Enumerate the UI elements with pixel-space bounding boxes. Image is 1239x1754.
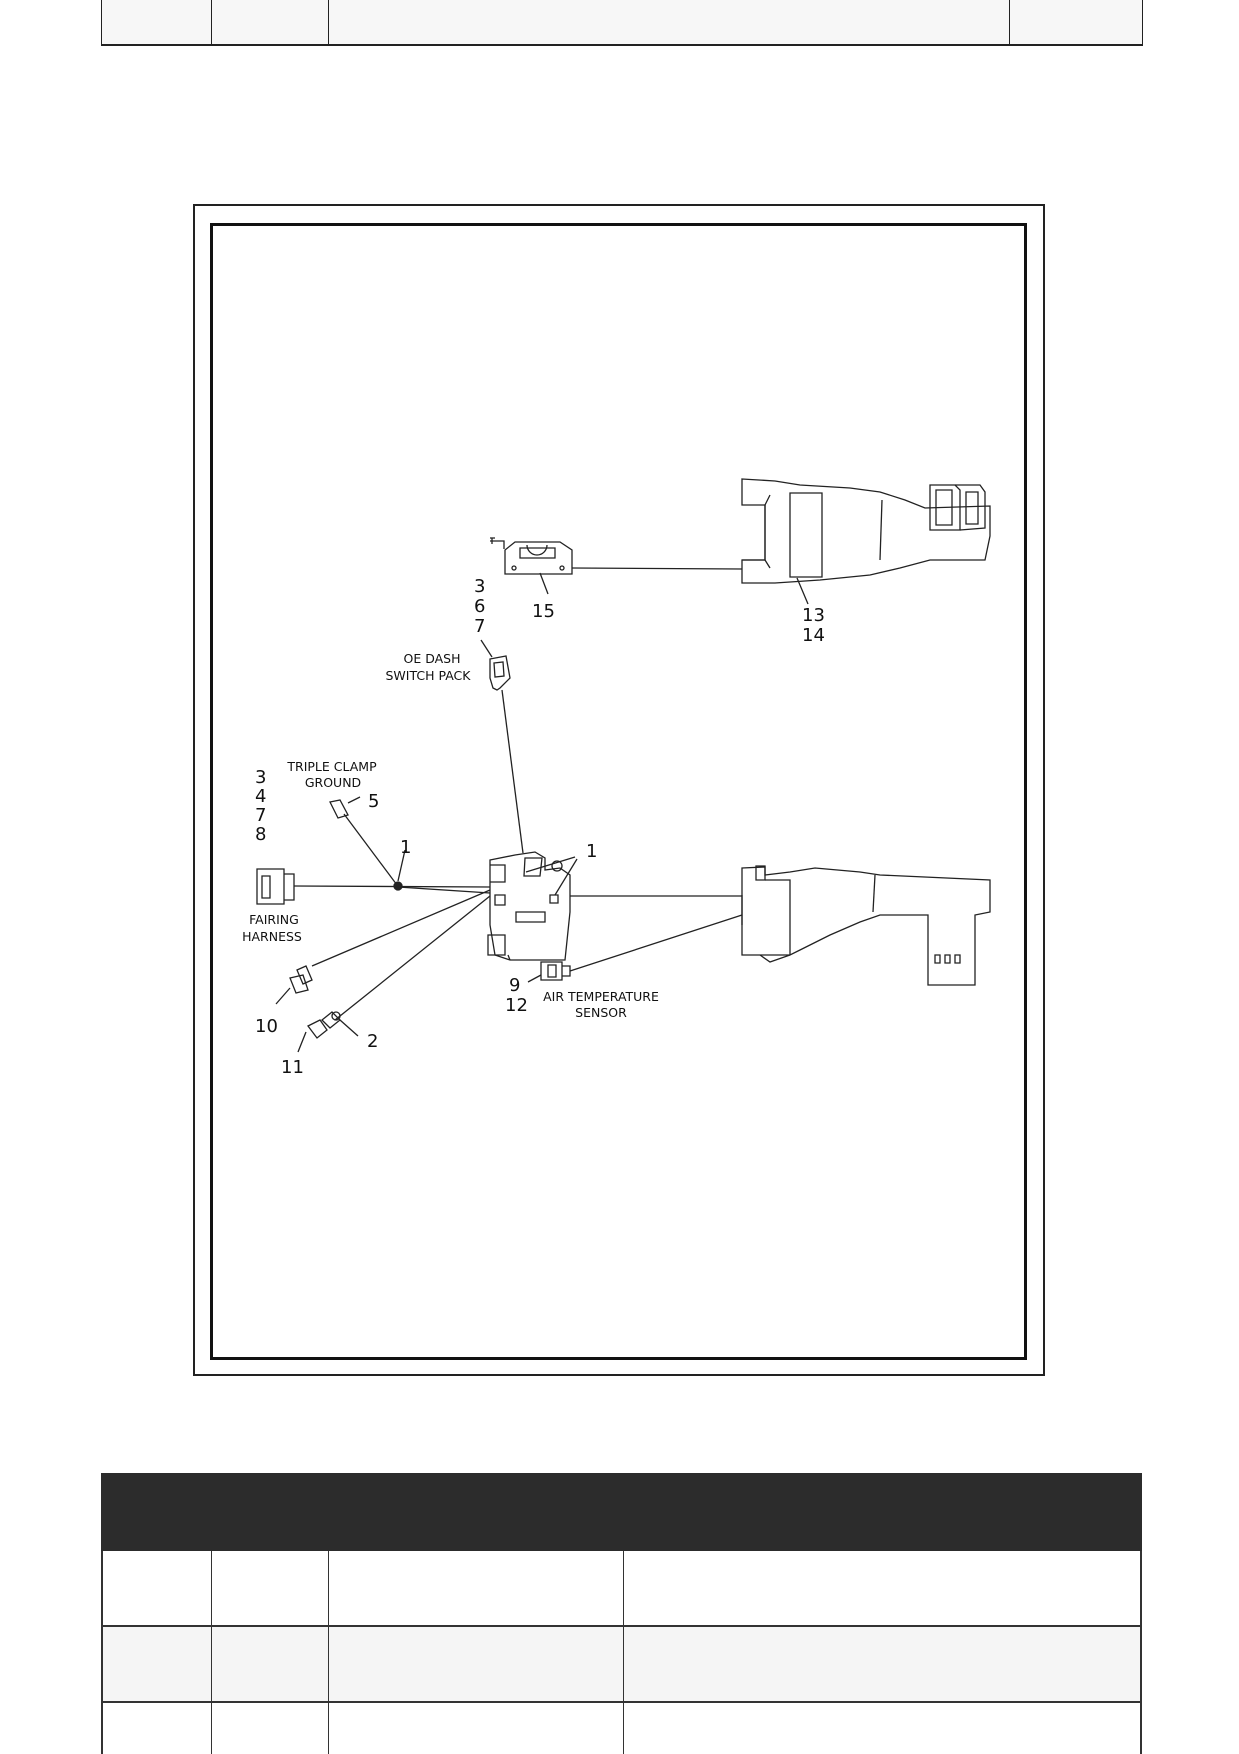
- table-border: [1140, 1551, 1142, 1754]
- lower-harness-module: [741, 865, 991, 986]
- table-cell: [211, 1551, 328, 1625]
- table-row: [101, 0, 1143, 46]
- table-cell: [101, 1551, 211, 1625]
- table-cell: [328, 1551, 623, 1625]
- upper-harness-module: [741, 478, 991, 584]
- table-cell: [623, 1551, 1142, 1625]
- callout-12: 12: [505, 995, 528, 1016]
- triple-clamp-label: GROUND: [305, 775, 361, 790]
- callout-13: 13: [802, 605, 825, 626]
- callout-7: 7: [474, 616, 485, 637]
- table-header: [101, 1473, 1142, 1551]
- connector-11: [297, 1011, 359, 1053]
- top-table-fragment: [101, 0, 1143, 46]
- air-temp-sensor-label: SENSOR: [575, 1005, 627, 1020]
- air-temp-sensor-label: AIR TEMPERATURE: [543, 989, 659, 1004]
- callout-9: 9: [509, 975, 520, 996]
- table-border: [623, 1551, 624, 1754]
- header-cell: [101, 1473, 211, 1551]
- fairing-harness-connector: [256, 868, 295, 905]
- oe-dash-label: OE DASH: [403, 651, 460, 666]
- table-border: [211, 0, 212, 46]
- central-junction-block: [487, 851, 571, 961]
- connector-15: [490, 537, 573, 575]
- callout-7: 7: [255, 805, 266, 826]
- triple-clamp-ground-connector: [329, 796, 361, 819]
- table-border: [101, 1551, 103, 1754]
- table-border: [211, 1551, 212, 1754]
- callout-1: 1: [400, 837, 411, 858]
- table-border: [328, 1551, 329, 1754]
- callout-3: 3: [255, 767, 266, 788]
- connector-10: [275, 965, 313, 1005]
- figure-inner-frame: [210, 223, 1027, 1360]
- table-cell: [101, 1627, 211, 1701]
- table-row: [101, 1551, 1142, 1627]
- callout-15: 15: [532, 601, 555, 622]
- callout-4: 4: [255, 786, 266, 807]
- table-border: [1009, 0, 1010, 46]
- table-cell: [211, 1627, 328, 1701]
- table-row: [101, 1627, 1142, 1703]
- callout-10: 10: [255, 1016, 278, 1037]
- oe-dash-label: SWITCH PACK: [386, 668, 472, 683]
- header-cell: [328, 1473, 623, 1551]
- table-cell: [623, 1627, 1142, 1701]
- fairing-harness-label: FAIRING: [249, 912, 299, 927]
- callout-5: 5: [368, 791, 379, 812]
- table-border: [328, 0, 329, 46]
- header-cell: [623, 1473, 1142, 1551]
- callout-14: 14: [802, 625, 825, 646]
- fairing-harness-label: HARNESS: [242, 929, 302, 944]
- table-border: [1142, 0, 1143, 46]
- table-border: [101, 0, 102, 46]
- callout-6: 6: [474, 596, 485, 617]
- callout-2: 2: [367, 1031, 378, 1052]
- air-temperature-sensor-connector: [540, 961, 571, 981]
- callout-11: 11: [281, 1057, 304, 1078]
- table-cell: [328, 1627, 623, 1701]
- callout-1: 1: [586, 841, 597, 862]
- header-cell: [211, 1473, 328, 1551]
- triple-clamp-label: TRIPLE CLAMP: [286, 759, 377, 774]
- callout-8: 8: [255, 824, 266, 845]
- oe-dash-connector: [480, 639, 511, 691]
- callout-3: 3: [474, 576, 485, 597]
- parts-table: [101, 1473, 1142, 1754]
